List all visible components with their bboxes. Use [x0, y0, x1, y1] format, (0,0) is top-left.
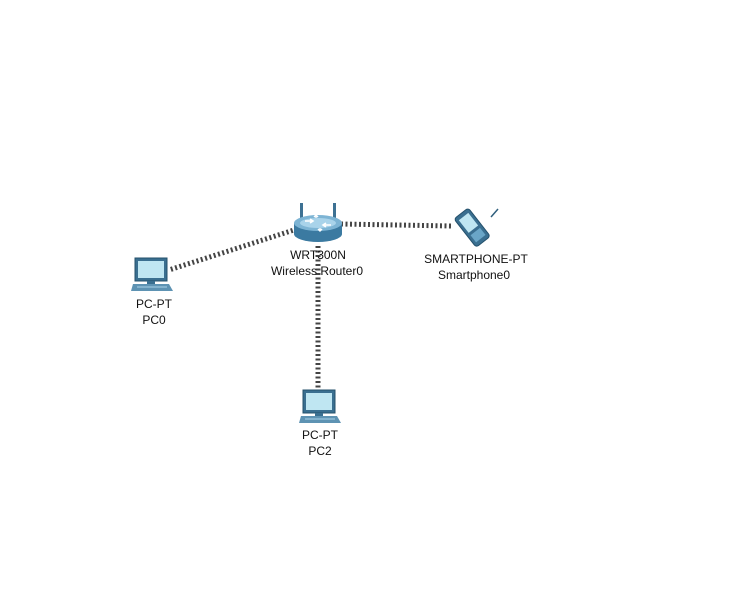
pc0-name-label: PC0 — [142, 313, 166, 327]
pc2-model-label: PC-PT — [302, 428, 338, 442]
device-wireless-router0[interactable] — [291, 202, 345, 246]
pc0-model-label: PC-PT — [136, 297, 172, 311]
smartphone-icon — [454, 208, 499, 247]
device-smartphone0[interactable] — [446, 207, 504, 249]
router-name-label: Wireless Router0 — [270, 264, 364, 278]
device-pc0[interactable] — [131, 256, 173, 294]
router-model-label: WRT300N — [290, 248, 346, 262]
wireless-router-icon — [294, 203, 342, 242]
pc-icon — [299, 389, 341, 423]
device-pc2[interactable] — [299, 388, 341, 426]
pc-icon — [131, 257, 173, 291]
pc2-name-label: PC2 — [308, 444, 332, 458]
link-router-phone[interactable] — [340, 221, 453, 229]
smartphone-name-label: Smartphone0 — [437, 268, 511, 282]
smartphone-model-label: SMARTPHONE-PT — [424, 252, 528, 266]
